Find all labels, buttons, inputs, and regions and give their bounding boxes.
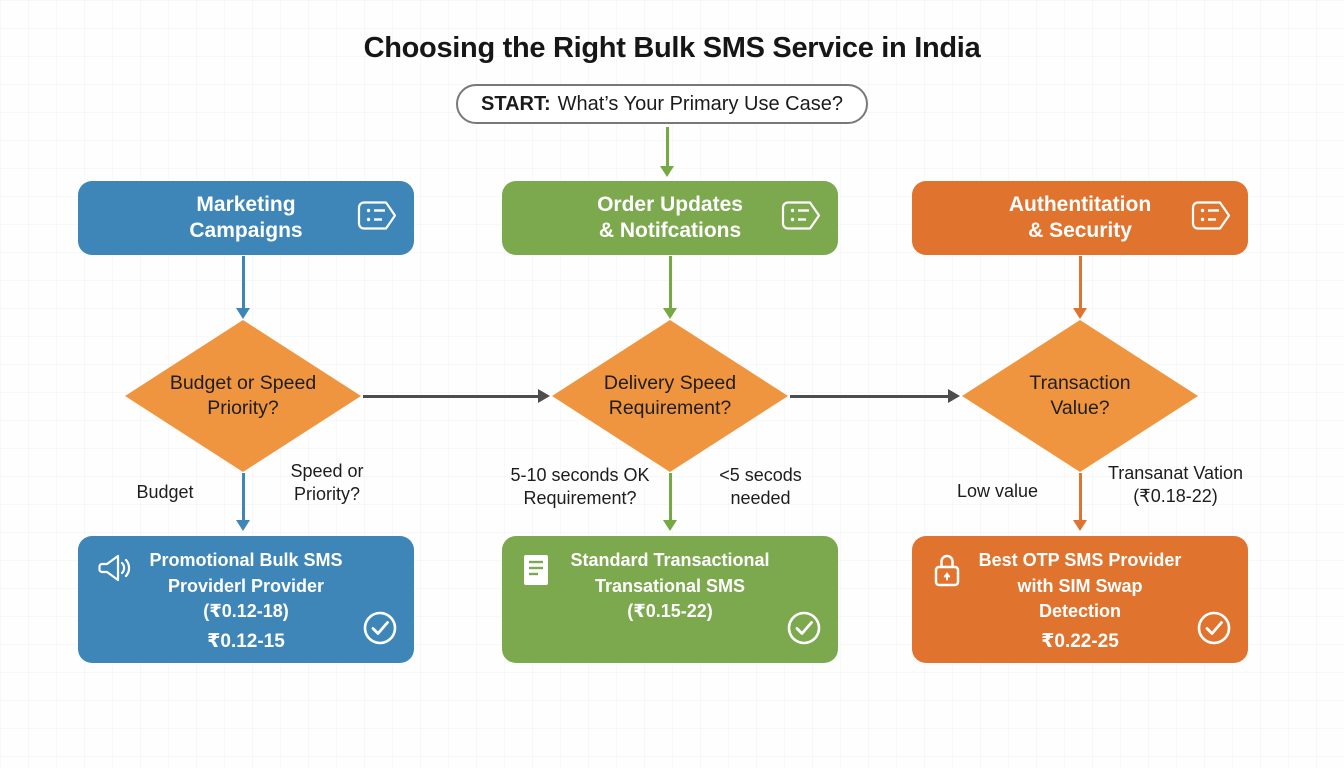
- branch-label-5-10-seconds: 5-10 seconds OK Requirement?: [510, 465, 650, 509]
- result-lines: Promotional Bulk SMS Providerl Provider …: [149, 550, 343, 622]
- arrow-head: [236, 308, 250, 319]
- arrow-head: [663, 520, 677, 531]
- branch-label-speed-priority: Speed or Priority?: [290, 461, 364, 505]
- result-box-otp-sms: Best OTP SMS Provider with SIM Swap Dete…: [912, 536, 1248, 663]
- list-tag-icon: [1190, 199, 1232, 237]
- branch-label-budget: Budget: [136, 482, 194, 502]
- arrow-shaft: [241, 256, 245, 308]
- result-price: ₹0.12-15: [207, 630, 285, 652]
- decision-transaction-value: Transaction Value?: [962, 320, 1198, 472]
- usecase-box-authentication: Authentitation & Security: [912, 181, 1248, 255]
- check-circle-icon: [1196, 610, 1232, 651]
- arrow-marketing-to-diamond: [236, 256, 250, 319]
- arrow-authentication-to-diamond: [1073, 256, 1087, 319]
- arrow-head: [1073, 520, 1087, 531]
- usecase-box-order-updates: Order Updates & Notifcations: [502, 181, 838, 255]
- result-lines: Standard Transactional Transational SMS …: [570, 550, 770, 622]
- result-box-standard-transactional: Standard Transactional Transational SMS …: [502, 536, 838, 663]
- arrow-shaft: [668, 473, 672, 520]
- arrow-head: [538, 389, 550, 403]
- start-node: START: What’s Your Primary Use Case?: [456, 84, 868, 124]
- arrow-order-updates-to-diamond: [663, 256, 677, 319]
- decision-label: Transaction Value?: [1029, 371, 1131, 419]
- arrow-head: [1073, 308, 1087, 319]
- arrow-diamond1-to-diamond2: [363, 389, 550, 403]
- start-question: What’s Your Primary Use Case?: [557, 92, 843, 115]
- usecase-label: Marketing Campaigns: [189, 192, 303, 242]
- usecase-label: Order Updates & Notifcations: [597, 192, 743, 242]
- arrow-head: [948, 389, 960, 403]
- arrow-shaft: [668, 256, 672, 308]
- page-title: Choosing the Right Bulk SMS Service in I…: [363, 32, 981, 64]
- check-circle-icon: [786, 610, 822, 651]
- result-lines: Best OTP SMS Provider with SIM Swap Dete…: [978, 550, 1182, 622]
- list-tag-icon: [780, 199, 822, 237]
- branch-label-transaction-high: Transanat Vation (₹0.18-22): [1107, 463, 1244, 507]
- arrow-head: [660, 166, 674, 177]
- arrow-shaft: [1078, 473, 1082, 520]
- branch-label-low-value: Low value: [956, 481, 1039, 501]
- result-price: ₹0.22-25: [1041, 630, 1119, 652]
- arrow-diamond2-to-result: [663, 473, 677, 531]
- result-box-promotional-sms: Promotional Bulk SMS Providerl Provider …: [78, 536, 414, 663]
- arrow-shaft: [241, 473, 245, 520]
- decision-label: Delivery Speed Requirement?: [603, 371, 737, 419]
- start-prefix: START:: [481, 92, 551, 115]
- arrow-shaft: [790, 394, 948, 398]
- arrow-shaft: [363, 394, 538, 398]
- arrow-diamond1-to-result: [236, 473, 250, 531]
- branch-label-under-5-seconds: <5 secods needed: [719, 465, 802, 509]
- usecase-label: Authentitation & Security: [1008, 192, 1152, 242]
- arrow-head: [236, 520, 250, 531]
- lock-icon: [930, 552, 964, 595]
- check-circle-icon: [362, 610, 398, 651]
- decision-label: Budget or Speed Priority?: [169, 371, 317, 419]
- list-tag-icon: [356, 199, 398, 237]
- decision-delivery-speed: Delivery Speed Requirement?: [552, 320, 788, 472]
- megaphone-icon: [96, 552, 134, 589]
- arrow-start-to-order-updates: [660, 127, 674, 177]
- receipt-icon: [520, 552, 552, 593]
- arrow-diamond3-to-result: [1073, 473, 1087, 531]
- arrow-head: [663, 308, 677, 319]
- usecase-box-marketing: Marketing Campaigns: [78, 181, 414, 255]
- decision-budget-or-speed: Budget or Speed Priority?: [125, 320, 361, 472]
- arrow-shaft: [1078, 256, 1082, 308]
- arrow-diamond2-to-diamond3: [790, 389, 960, 403]
- arrow-shaft: [665, 127, 669, 166]
